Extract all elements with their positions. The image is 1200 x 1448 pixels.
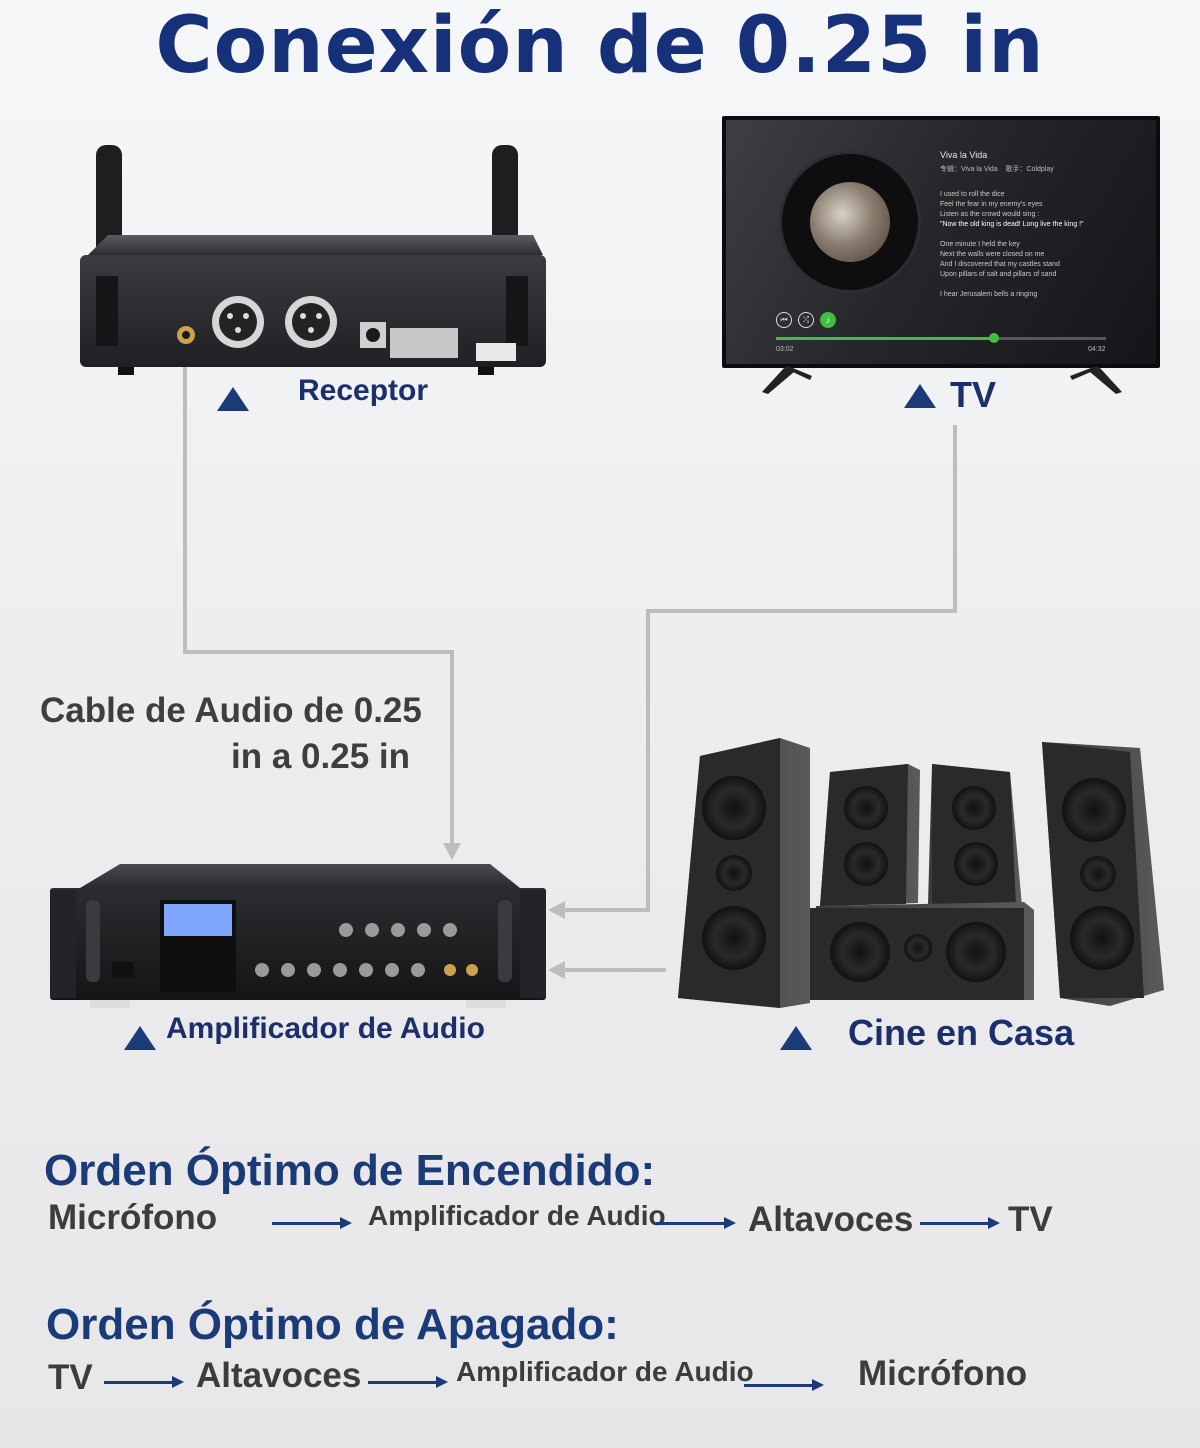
speaker-surround-right (928, 764, 1022, 906)
power-off-step-4: Micrófono (858, 1354, 1028, 1393)
lyrics-icon[interactable]: ♪ (820, 312, 836, 328)
speaker-center (810, 902, 1034, 1000)
album-line: 专辑：Viva la Vida 歌手：Coldplay (940, 166, 1054, 173)
lyric-line-current: "Now the old king is dead! Long live the… (940, 221, 1084, 228)
lyrics: I used to roll the dice Feel the fear in… (940, 190, 1084, 300)
lyric-line: And I discovered that my castles stand (940, 261, 1060, 268)
lyric-line: Upon pillars of salt and pillars of sand (940, 271, 1057, 278)
power-on-arrow-2 (656, 1217, 736, 1229)
lyric-line: Feel the fear in my enemy's eyes (940, 201, 1043, 208)
speaker-tower-left (678, 738, 810, 1008)
tv-screen: Viva la Vida 专辑：Viva la Vida 歌手：Coldplay… (726, 120, 1156, 364)
lyric-line: One minute I held the key (940, 241, 1020, 248)
prev-icon[interactable]: ⏮ (776, 312, 792, 328)
power-on-step-4: TV (1008, 1200, 1053, 1239)
tv-pointer-triangle (904, 384, 936, 408)
power-off-heading: Orden Óptimo de Apagado: (46, 1300, 619, 1349)
amp-mic-jack-1 (444, 964, 456, 976)
page-title: Conexión de 0.25 in (155, 1, 1045, 91)
tv-device: Viva la Vida 专辑：Viva la Vida 歌手：Coldplay… (722, 116, 1160, 396)
power-on-step-3: Altavoces (748, 1200, 914, 1239)
lyric-line: Listen as the crowd would sing : (940, 211, 1040, 218)
shuffle-icon[interactable]: ⤮ (798, 312, 814, 328)
cable-label-line1: Cable de Audio de 0.25 (40, 691, 422, 730)
tv-stand (762, 366, 1122, 394)
receiver-label: Receptor (298, 374, 429, 407)
cable-tv-to-amplifier (563, 425, 957, 912)
home-theater-pointer-triangle (780, 1026, 812, 1050)
cable-receiver-to-amplifier (183, 358, 454, 845)
lyric-line: Next the walls were closed on me (940, 251, 1045, 258)
amp-lcd-screen (164, 904, 232, 936)
home-theater-speakers (678, 738, 1164, 1008)
power-on-heading: Orden Óptimo de Encendido: (44, 1146, 656, 1195)
amp-mic-jack-2 (466, 964, 478, 976)
caution-label (390, 328, 458, 358)
amp-power-switch (112, 962, 134, 978)
album-art (810, 182, 890, 262)
amp-handle-right (498, 900, 512, 982)
power-off-arrow-2 (368, 1376, 448, 1388)
amplifier-pointer-triangle (124, 1026, 156, 1050)
cable-arrowhead-left-top (548, 901, 565, 919)
amplifier-label: Amplificador de Audio (166, 1012, 485, 1045)
progress-track[interactable] (776, 333, 1106, 343)
cable-label: Cable de Audio de 0.25 in a 0.25 in (40, 688, 422, 780)
progress-knob[interactable] (988, 333, 999, 343)
power-off-arrow-3 (744, 1379, 824, 1391)
power-off-step-2: Altavoces (196, 1356, 362, 1395)
speaker-tower-right (1042, 742, 1164, 1006)
power-off-step-1: TV (48, 1358, 93, 1397)
power-on-arrow-3 (920, 1217, 1000, 1229)
power-off-arrow-1 (104, 1376, 184, 1388)
receiver-device (80, 145, 546, 375)
cable-arrowhead-down (443, 843, 461, 860)
amp-handle-left (86, 900, 100, 982)
time-total: 04:32 (1088, 346, 1106, 353)
receiver-pointer-triangle (217, 387, 249, 411)
tv-label: TV (950, 374, 997, 415)
time-current: 03:02 (776, 346, 794, 353)
home-theater-label: Cine en Casa (848, 1012, 1075, 1053)
lyric-line: I used to roll the dice (940, 191, 1005, 198)
amplifier-device (50, 864, 546, 1008)
power-on-step-1: Micrófono (48, 1198, 218, 1237)
song-title: Viva la Vida (940, 150, 988, 160)
power-off-step-3: Amplificador de Audio (456, 1356, 754, 1387)
cable-label-line2: in a 0.25 in (231, 737, 410, 776)
progress-fill (776, 337, 994, 340)
power-on-step-2: Amplificador de Audio (368, 1200, 666, 1231)
speaker-surround-left (820, 764, 920, 906)
cable-arrowhead-left-bottom (548, 961, 565, 979)
lyric-line: I hear Jerusalem bells a ringing (940, 291, 1038, 298)
power-on-arrow-1 (272, 1217, 352, 1229)
